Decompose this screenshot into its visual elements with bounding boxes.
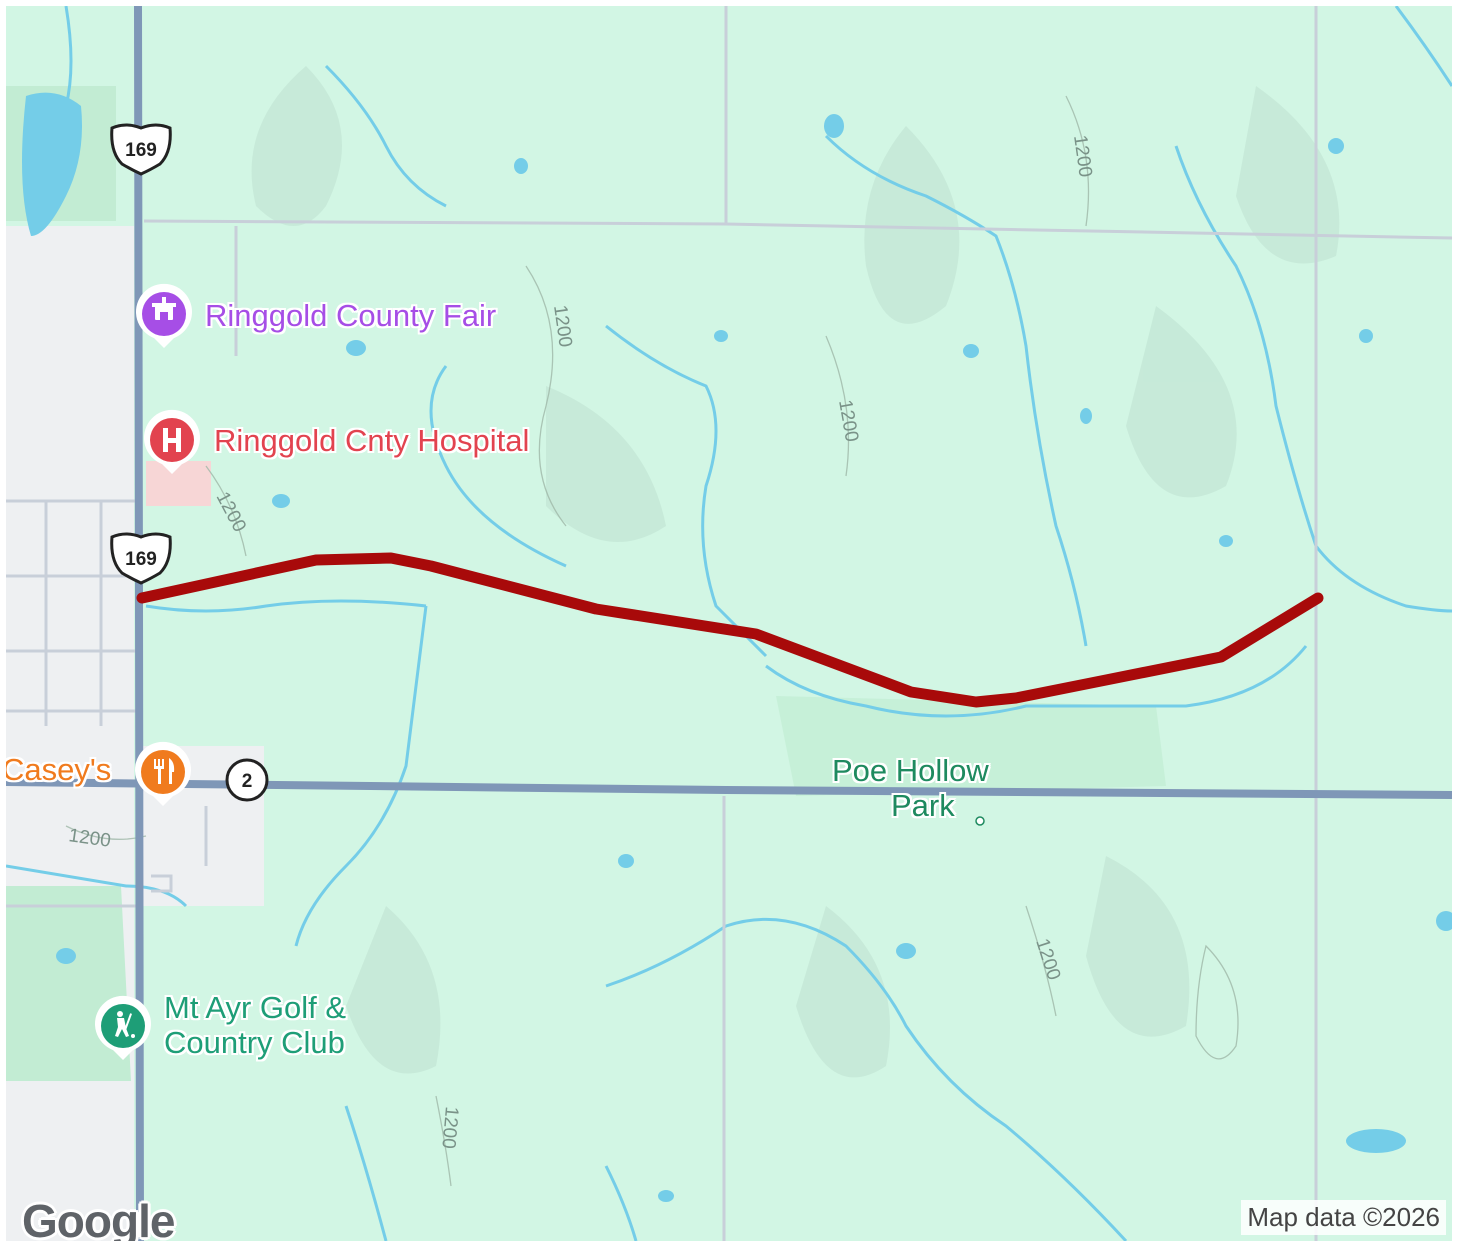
map-canvas[interactable]: 1200 1200 1200 1200 1200 1200 1200 169 1… (6, 6, 1452, 1241)
us-highway-shield-icon (110, 532, 172, 585)
hillshade (251, 66, 1340, 1078)
hospital-pin[interactable] (144, 409, 200, 474)
minor-roads (6, 6, 1452, 1241)
route-line[interactable] (136, 552, 1324, 708)
hwy-2-shield: 2 (225, 758, 269, 802)
land-area (6, 6, 1452, 1241)
poi-label-golf-line1[interactable]: Mt Ayr Golf & (164, 990, 347, 1025)
us-highway-shield-icon (110, 123, 172, 176)
poi-label-caseys[interactable]: Casey's (6, 752, 112, 787)
fairground-pin[interactable] (136, 283, 192, 348)
map-view[interactable]: 1200 1200 1200 1200 1200 1200 1200 169 1… (6, 6, 1452, 1241)
state-highway-shield-icon (225, 758, 269, 802)
golf-icon (115, 1011, 135, 1038)
poi-label-fair[interactable]: Ringgold County Fair (205, 298, 497, 333)
restaurant-pin[interactable] (135, 741, 191, 806)
svg-text:169: 169 (125, 549, 157, 570)
poi-label-hospital[interactable]: Ringgold Cnty Hospital (214, 423, 530, 458)
us-169-shield: 169 (110, 123, 172, 176)
svg-text:2: 2 (242, 771, 253, 792)
park-label-line1[interactable]: Poe Hollow (832, 753, 989, 788)
us-169-road (134, 6, 144, 1241)
hospital-grounds (146, 461, 211, 506)
park-area (776, 696, 1166, 796)
contour-label: 1200 (437, 1106, 462, 1150)
google-logo: Google (22, 1195, 175, 1241)
streams (6, 6, 1452, 1241)
contour-lines (65, 95, 1239, 1187)
golf-course-area (6, 886, 131, 1081)
svg-text:169: 169 (125, 140, 157, 161)
poi-label-golf-line2[interactable]: Country Club (164, 1025, 345, 1060)
us-169-shield: 169 (110, 532, 172, 585)
fairground-icon (152, 297, 176, 320)
urban-area (6, 226, 134, 1241)
map-attribution[interactable]: Map data ©2026 (1241, 1200, 1446, 1235)
park-label-line2[interactable]: Park (891, 788, 955, 823)
water-bodies (22, 92, 1452, 1202)
restaurant-icon (154, 758, 175, 784)
park-marker (975, 816, 985, 826)
hospital-icon (163, 428, 181, 452)
golf-pin[interactable] (95, 995, 151, 1060)
